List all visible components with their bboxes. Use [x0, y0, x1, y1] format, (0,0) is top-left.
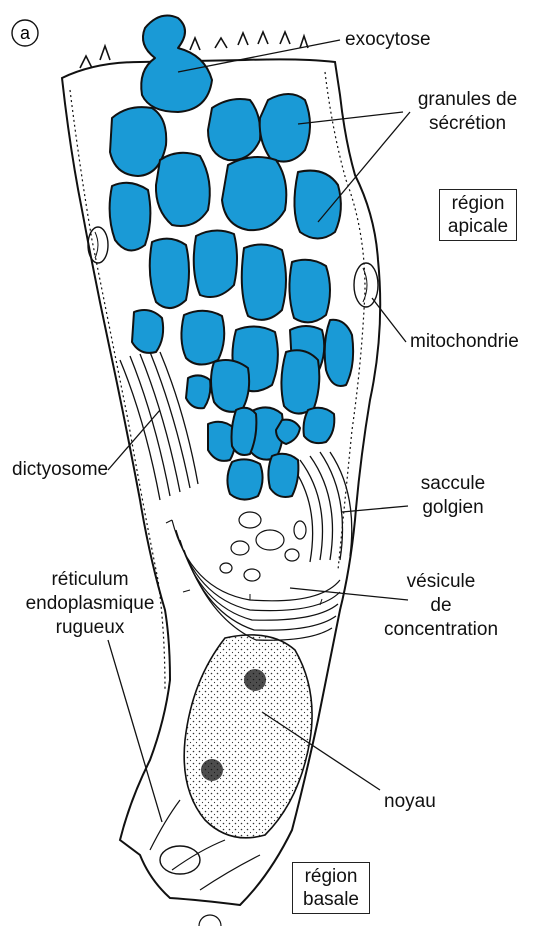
granule: [208, 99, 260, 160]
box-region-basale: région basale: [292, 862, 370, 914]
label-saccule-line1: saccule: [405, 472, 501, 496]
granule: [110, 183, 151, 251]
granule: [222, 157, 286, 230]
box-region-apicale: région apicale: [439, 189, 517, 241]
granule: [260, 94, 310, 162]
panel-marker-text: a: [20, 23, 31, 43]
granule: [276, 420, 300, 444]
granule: [186, 375, 210, 408]
granule: [211, 360, 249, 412]
panel-marker-b-partial: [199, 915, 221, 926]
label-exocytose: exocytose: [345, 28, 431, 52]
label-reticulum-line3: rugueux: [10, 616, 170, 640]
label-granules-line2: sécrétion: [405, 112, 530, 136]
label-reticulum: réticulum endoplasmique rugueux: [10, 568, 170, 640]
label-vesicule-line1: vésicule: [366, 570, 516, 594]
granule: [132, 310, 163, 353]
granule: [194, 230, 237, 297]
granule: [181, 311, 224, 365]
label-noyau: noyau: [384, 790, 436, 814]
saccule-stack: [292, 452, 352, 562]
label-reticulum-line1: réticulum: [10, 568, 170, 592]
vesicles: [220, 512, 306, 581]
granule: [325, 320, 353, 386]
label-vesicule-line2: de: [366, 594, 516, 618]
label-vesicule-line3: concentration: [366, 618, 516, 642]
exocytosis-granule: [141, 16, 212, 112]
reticulum-layers: [166, 520, 340, 640]
box-region-basale-line2: basale: [297, 888, 365, 911]
granule: [150, 239, 189, 308]
granule: [294, 171, 340, 239]
label-granules: granules de sécrétion: [405, 88, 530, 136]
panel-marker: a: [12, 20, 38, 46]
granule: [156, 153, 210, 226]
label-mitochondrie: mitochondrie: [410, 330, 519, 354]
box-region-basale-line1: région: [297, 865, 365, 888]
box-region-apicale-line1: région: [444, 192, 512, 215]
dictyosome-stack: [120, 352, 198, 500]
granule: [110, 107, 166, 176]
nucleus: [184, 635, 312, 838]
granule: [268, 454, 298, 497]
granule: [289, 260, 330, 323]
label-reticulum-line2: endoplasmique: [10, 592, 170, 616]
label-saccule: saccule golgien: [405, 472, 501, 520]
granule: [227, 459, 262, 499]
box-region-apicale-line2: apicale: [444, 215, 512, 238]
granule: [242, 244, 286, 319]
label-dictyosome: dictyosome: [12, 458, 108, 482]
label-saccule-line2: golgien: [405, 496, 501, 520]
label-granules-line1: granules de: [405, 88, 530, 112]
granule: [304, 408, 335, 443]
granule: [281, 350, 319, 413]
granule: [232, 408, 257, 455]
label-vesicule: vésicule de concentration: [366, 570, 516, 642]
